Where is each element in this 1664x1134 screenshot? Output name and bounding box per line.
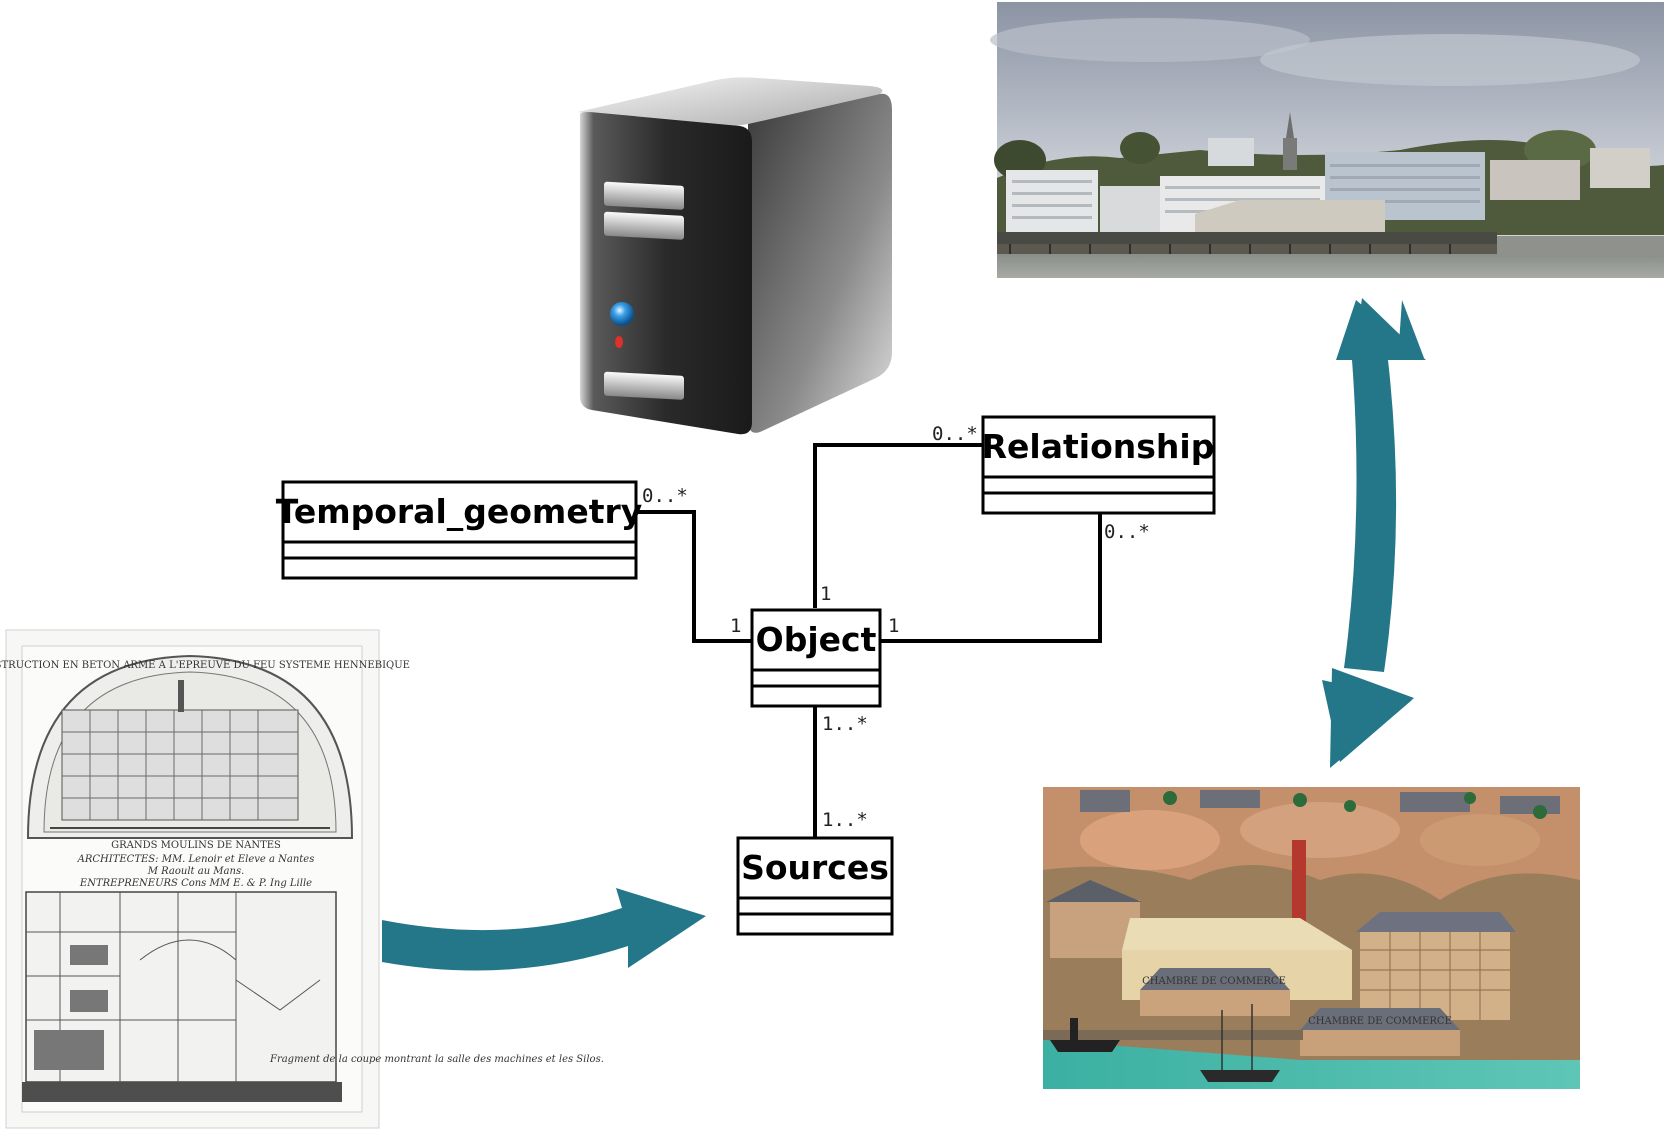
engraving-section-note: Fragment de la coupe montrant la salle d… <box>269 1054 604 1065</box>
power-led-icon <box>610 302 634 326</box>
mult-sources-top: 1..* <box>822 809 868 831</box>
model-photo: CHAMBRE DE COMMERCE CHAMBRE DE COMMERCE <box>1043 787 1580 1089</box>
class-name-sources: Sources <box>741 848 889 887</box>
class-name-relationship: Relationship <box>982 427 1215 466</box>
mult-object-right: 1 <box>888 615 899 637</box>
mult-object-top: 1 <box>820 583 831 605</box>
uml-class-temporal-geometry: Temporal_geometry <box>276 480 643 580</box>
mult-relationship-top: 0..* <box>932 423 978 445</box>
engraving-caption-title: GRANDS MOULINS DE NANTES <box>111 840 281 851</box>
uml-connectors <box>636 443 1102 838</box>
mult-object-left: 1 <box>730 615 741 637</box>
uml-class-relationship: Relationship <box>981 415 1216 515</box>
class-name-temporal-geometry: Temporal_geometry <box>276 492 643 531</box>
engraving-caption-builders: ENTREPRENEURS Cons MM E. & P. Ing Lille <box>79 878 312 889</box>
class-name-object: Object <box>756 620 877 659</box>
curved-arrow-right <box>382 888 706 971</box>
engraving-caption-architects: ARCHITECTES: MM. Lenoir et Eleve a Nante… <box>77 854 315 865</box>
uml-class-object: Object <box>750 608 882 708</box>
engraving-caption-architects-2: M Raoult au Mans. <box>147 866 245 877</box>
model-roof-label-2: CHAMBRE DE COMMERCE <box>1308 1016 1452 1027</box>
uml-class-sources: Sources <box>736 836 894 936</box>
double-headed-curved-arrow <box>1322 298 1426 768</box>
engraving-document: CONSTRUCTION EN BETON ARME A L'EPREUVE D… <box>0 629 604 1129</box>
mult-temporal-geometry: 0..* <box>642 485 688 507</box>
server-icon <box>578 77 892 435</box>
model-roof-label-1: CHAMBRE DE COMMERCE <box>1142 976 1286 987</box>
medallion-text: CONSTRUCTION EN BETON ARME A L'EPREUVE D… <box>0 660 410 671</box>
status-led-icon <box>615 336 623 348</box>
mult-relationship-bottom: 0..* <box>1104 521 1150 543</box>
harbour-photo <box>990 2 1664 278</box>
mult-object-bottom: 1..* <box>822 713 868 735</box>
